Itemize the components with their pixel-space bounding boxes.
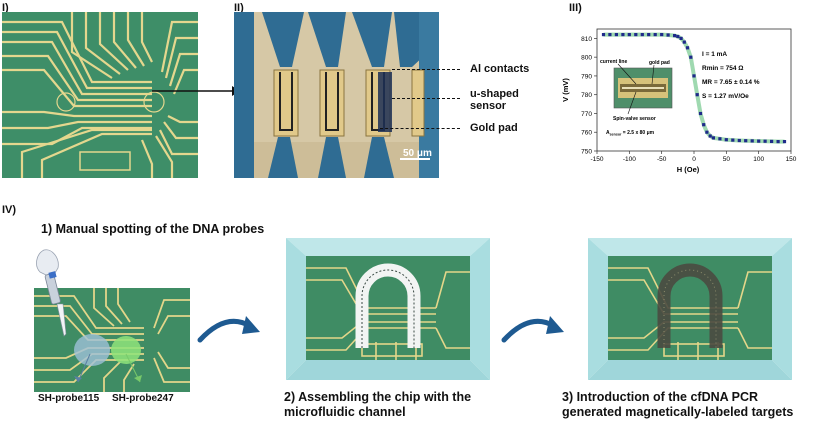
rmin-annotation: Rmin = 754 Ω (702, 65, 744, 72)
data-point (679, 36, 683, 40)
pipette-icon (30, 248, 90, 348)
step-1-title: 1) Manual spotting of the DNA probes (41, 222, 265, 236)
process-arrow-2 (500, 310, 566, 346)
probe-pointer-left (56, 352, 96, 388)
transfer-curve-chart: 750 760 770 780 790 800 810 -150 -100 -50 0 50 100 1… (556, 18, 816, 178)
data-point (608, 33, 612, 37)
x-tick-label: -50 (657, 156, 667, 163)
data-point (711, 136, 715, 140)
process-arrow-1 (196, 310, 262, 346)
x-tick-label: 50 (723, 156, 731, 163)
y-tick-label: 800 (581, 55, 592, 62)
data-point (621, 33, 625, 37)
data-point (692, 74, 696, 78)
step-3-title-line-2: generated magnetically-labeled targets (562, 405, 794, 419)
data-point (685, 46, 690, 50)
gold-pad-leader (380, 128, 460, 129)
step-2-title-line-1: 2) Assembling the chip with the (284, 390, 472, 404)
data-point (653, 33, 657, 37)
y-tick-label: 790 (581, 73, 592, 80)
microfluidic-assembly-image (286, 238, 490, 380)
y-tick-label: 750 (581, 149, 592, 156)
data-point (627, 33, 631, 37)
y-tick-label: 780 (581, 92, 592, 99)
data-point (708, 134, 712, 138)
data-point (676, 34, 680, 39)
data-point (647, 33, 651, 37)
u-sensor-label-2: sensor (470, 100, 507, 112)
u-sensor-label-1: u-shaped (470, 88, 519, 100)
panel-label-1: I) (2, 2, 9, 14)
data-point (737, 138, 741, 143)
gold-pad-label: Gold pad (470, 122, 518, 134)
step-3-title-line-1: 3) Introduction of the cfDNA PCR (562, 390, 759, 404)
data-point (702, 123, 706, 127)
data-point (705, 130, 709, 134)
probe-label-right: SH-probe247 (112, 393, 174, 404)
panel-label-4: IV) (2, 204, 17, 216)
data-point (673, 34, 677, 38)
probe-pointer-right (118, 352, 158, 388)
u-sensor-leader (392, 98, 460, 99)
probe-label-left: SH-probe115 (38, 393, 100, 404)
data-point (614, 33, 618, 37)
x-tick-label: 150 (786, 156, 797, 163)
data-point (782, 140, 787, 144)
x-tick-label: -150 (590, 156, 603, 163)
y-axis-label: V (mV) (561, 78, 570, 102)
data-point (757, 139, 761, 143)
data-point (698, 111, 703, 116)
data-point (763, 139, 767, 143)
data-point (682, 40, 686, 44)
x-tick-label: 100 (753, 156, 764, 163)
panel-label-3: III) (569, 2, 582, 14)
data-point (744, 139, 748, 143)
zoom-arrow (150, 85, 240, 97)
al-contacts-leader (392, 69, 460, 70)
y-tick-label: 810 (581, 36, 592, 43)
chip-micrograph-overview (2, 12, 198, 178)
y-tick-label: 770 (581, 111, 592, 118)
data-point (666, 33, 670, 37)
inset-spin-valve-label: Spin-valve sensor (613, 116, 656, 122)
data-point (750, 139, 754, 143)
inset-gold-pad-label: gold pad (649, 60, 670, 66)
current-annotation: I = 1 mA (702, 51, 727, 58)
sensor-micrograph (234, 12, 439, 178)
step-2-title-line-2: microfluidic channel (284, 405, 406, 419)
data-point (776, 140, 780, 144)
data-point (718, 137, 722, 141)
data-point (770, 139, 774, 143)
data-point (640, 33, 644, 37)
inset-current-line-label: current line (600, 59, 627, 65)
x-axis-label: H (Oe) (677, 165, 700, 174)
data-point (634, 33, 638, 37)
chip-spotting-image (34, 288, 190, 392)
data-point (689, 55, 693, 59)
y-tick-label: 760 (581, 130, 592, 137)
al-contacts-label: Al contacts (470, 63, 530, 75)
data-point (695, 93, 699, 97)
sensor-inset (613, 63, 673, 115)
panel-label-2: II) (234, 2, 244, 14)
inset-area-label: Asensor = 2.5 x 80 μm (606, 130, 655, 137)
data-point (660, 33, 664, 37)
data-point (601, 33, 606, 37)
data-point (731, 138, 735, 142)
magnetic-targets-image (588, 238, 792, 380)
x-tick-label: -100 (623, 156, 636, 163)
scale-bar-label: 50 μm (403, 148, 432, 159)
sensitivity-annotation: S = 1.27 mV/Oe (702, 93, 749, 100)
data-point (724, 138, 728, 142)
x-tick-label: 0 (692, 156, 696, 163)
mr-annotation: MR = 7.65 ± 0.14 % (702, 79, 760, 86)
